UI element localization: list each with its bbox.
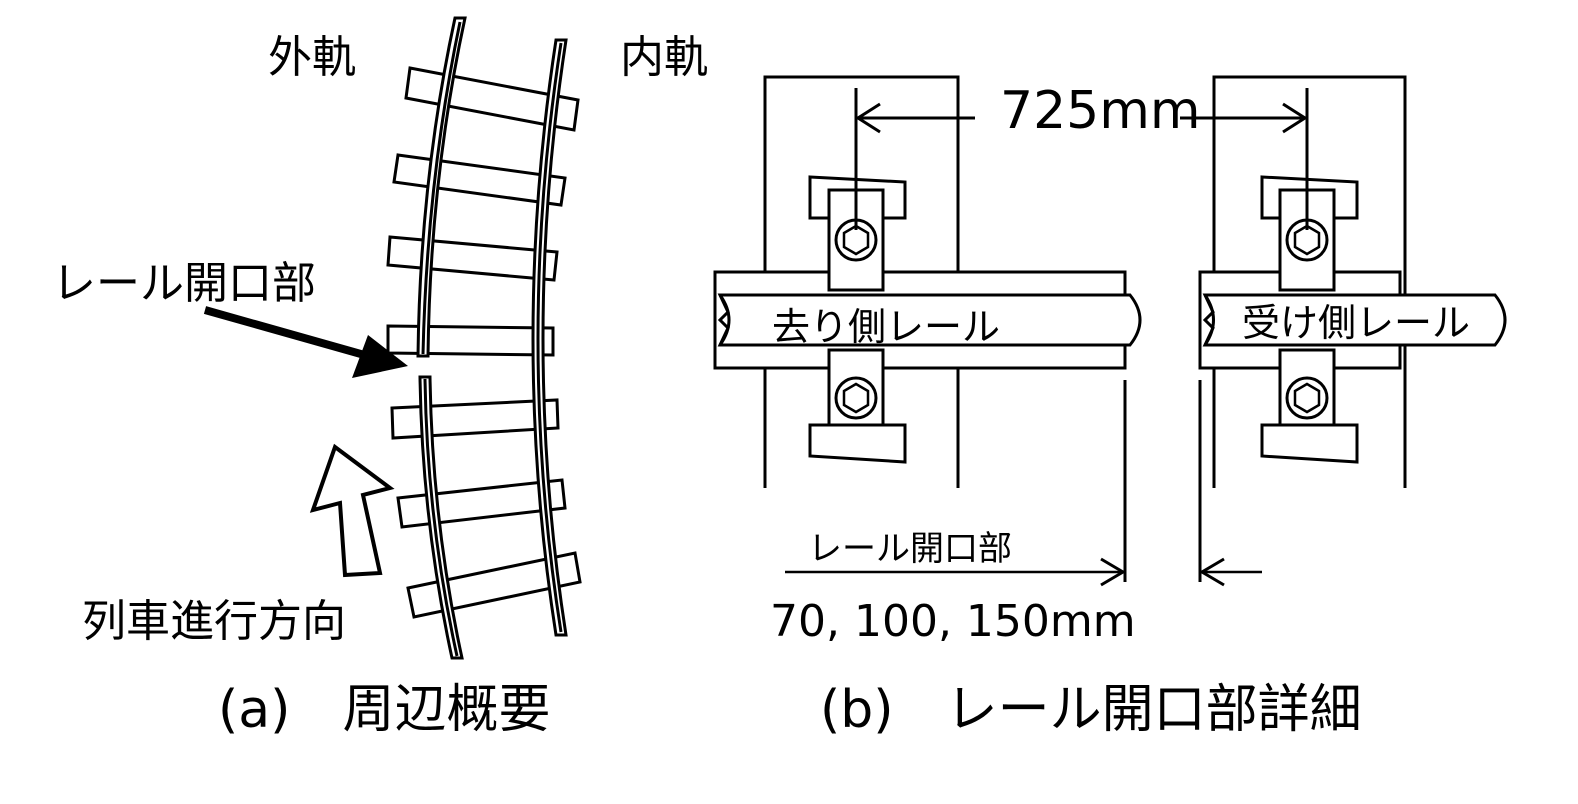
outer-rail-lower [418, 375, 464, 660]
gap-values: 70, 100, 150mm [770, 596, 1136, 647]
gap-label-a: レール開口部 [52, 258, 316, 309]
rail-fastener [1260, 175, 1359, 292]
outer-rail-label: 外軌 [268, 32, 356, 83]
gap-pointer-arrow [203, 306, 408, 378]
rail-fastener [808, 348, 907, 464]
inner-rail-label: 内軌 [620, 32, 708, 83]
leaving-rail-label: 去り側レール [772, 305, 1000, 349]
direction-label: 列車進行方向 [82, 596, 346, 647]
inner-rail [531, 38, 568, 637]
receiving-rail-label: 受け側レール [1242, 301, 1470, 345]
gauge-dimension [854, 88, 1309, 230]
leaving-rail [717, 293, 1142, 347]
panel-a-track-overview: 外軌 内軌 レール開口部 列車進行方向 (a) 周辺概要 [52, 16, 708, 740]
gauge-label: 725mm [1000, 81, 1201, 141]
receiving-rail [1202, 293, 1507, 347]
caption-a: (a) 周辺概要 [218, 680, 550, 740]
sleeper [390, 398, 560, 440]
gap-dimension [785, 380, 1262, 587]
outer-rail-upper [416, 16, 467, 358]
sleeper [386, 235, 559, 282]
travel-direction-arrow [309, 443, 395, 578]
gap-label-b: レール開口部 [808, 529, 1012, 569]
caption-b: (b) レール開口部詳細 [820, 680, 1362, 740]
sleeper [386, 324, 555, 357]
panel-b-gap-detail: 去り側レール 受け側レール [713, 75, 1507, 740]
rail-fastener [1260, 348, 1359, 464]
